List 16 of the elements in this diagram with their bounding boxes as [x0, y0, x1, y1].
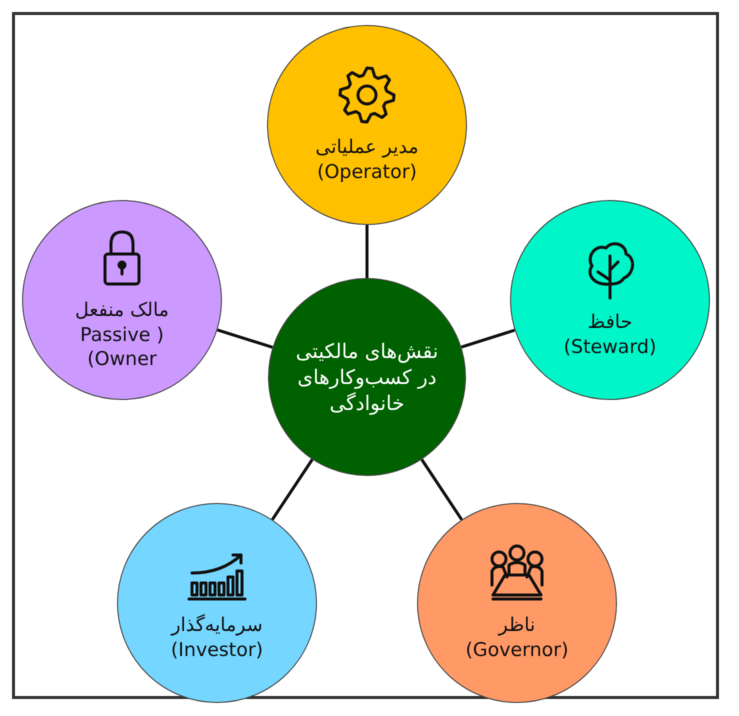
connector-line: [366, 225, 368, 278]
role-subtitle: (Investor): [170, 638, 264, 663]
connector-line: [271, 458, 314, 521]
role-title: ناظر: [498, 613, 536, 638]
role-title: مالک منفعل: [75, 298, 169, 323]
role-title: سرمایه‌گذار: [171, 613, 263, 638]
role-title: حافظ: [588, 310, 632, 335]
role-subtitle: (Operator): [317, 160, 417, 185]
connector-line: [420, 458, 463, 521]
role-title: نقش‌های مالکیتی در کسب‌وکارهای خانوادگی: [294, 338, 440, 416]
role-subtitle: (Steward): [564, 335, 656, 360]
role-subtitle: Passive ) (Owner: [79, 322, 165, 372]
role-title: مدیر عملیاتی: [315, 135, 419, 160]
connector-line: [460, 328, 516, 349]
role-subtitle: (Governor): [465, 638, 569, 663]
connector-line: [216, 328, 273, 349]
